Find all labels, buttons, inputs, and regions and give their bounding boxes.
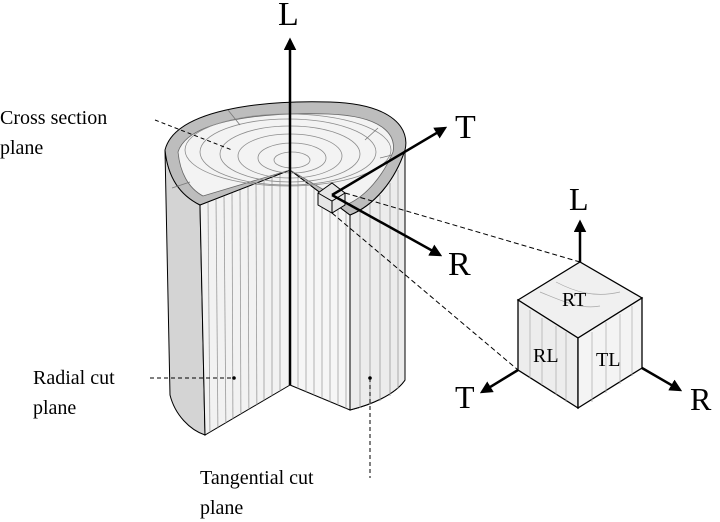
tangential-cut-label-line1: Tangential cut bbox=[200, 467, 314, 489]
growth-rings bbox=[184, 113, 392, 187]
cube-r-axis bbox=[641, 366, 683, 392]
log bbox=[164, 101, 407, 436]
log-t-axis-label: T bbox=[455, 109, 476, 146]
bark-cracks bbox=[171, 109, 393, 189]
radial-cut-point bbox=[232, 376, 236, 380]
radial-cut-label-line2: plane bbox=[33, 397, 76, 419]
zoomed-cube: RT RL TL bbox=[516, 261, 644, 410]
radial-cut-label-line1: Radial cut bbox=[33, 367, 115, 389]
log-r-axis bbox=[331, 193, 443, 257]
cube-t-axis-label: T bbox=[455, 379, 475, 415]
log-r-axis-label: R bbox=[448, 246, 471, 283]
cube-t-axis bbox=[479, 368, 519, 394]
cube-left-face-label: RL bbox=[533, 345, 559, 367]
log-radial-face bbox=[199, 169, 291, 436]
cube-grain bbox=[529, 281, 633, 402]
outer-surface-grain bbox=[359, 170, 399, 408]
projection-line-bottom bbox=[331, 212, 519, 371]
cube-l-axis-label: L bbox=[569, 181, 589, 217]
cube-top-face-label: RT bbox=[562, 289, 586, 311]
cube-right-face-label: TL bbox=[596, 349, 620, 371]
tangential-cut-point bbox=[368, 376, 372, 380]
projection-line-top bbox=[344, 192, 581, 263]
radial-face-grain bbox=[207, 173, 281, 435]
log-t-axis bbox=[331, 126, 448, 197]
tangential-cut-label-line2: plane bbox=[200, 497, 243, 519]
log-l-axis-label: L bbox=[278, 0, 299, 33]
cross-section-label-line1: Cross section bbox=[0, 107, 107, 129]
cross-section-label-line2: plane bbox=[0, 137, 43, 159]
cube-r-axis-label: R bbox=[690, 381, 712, 417]
